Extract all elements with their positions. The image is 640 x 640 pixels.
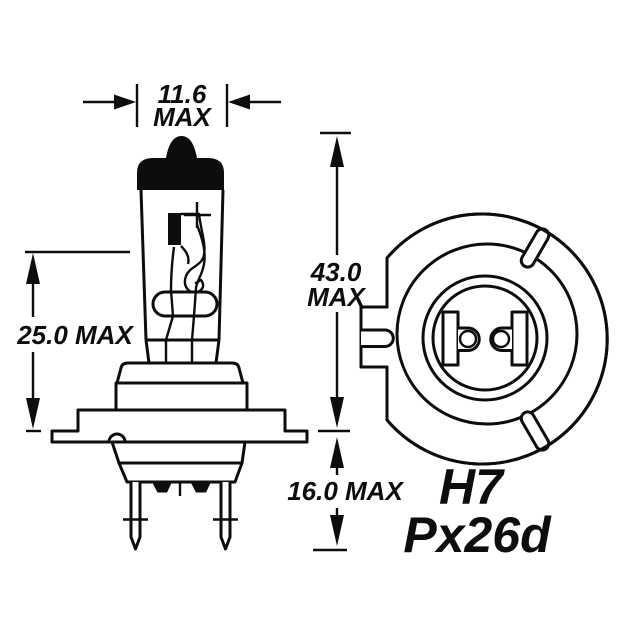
base-flange xyxy=(50,408,309,444)
pin-hole-right xyxy=(491,329,511,349)
dim-arrowhead-up xyxy=(330,437,344,468)
bulb-side-view xyxy=(50,136,309,551)
glass-envelope xyxy=(139,189,225,364)
type-labels: H7 Px26d xyxy=(403,459,552,563)
bulb-end-view xyxy=(359,212,609,466)
insulator-right xyxy=(190,482,211,493)
dim-arrowhead-down xyxy=(26,398,40,429)
dim-arrowhead-left-point xyxy=(228,94,250,110)
dim-arrowhead-down xyxy=(330,397,344,428)
bulb-black-cap xyxy=(137,136,224,190)
dim-label: 25.0 MAX xyxy=(16,320,134,350)
dim-qualifier: MAX xyxy=(153,102,212,132)
filament-shield xyxy=(168,213,181,245)
bulb-type-label: H7 xyxy=(439,459,505,515)
terminal-right xyxy=(510,310,529,367)
end-inner-ring xyxy=(395,242,579,426)
tab-nub xyxy=(361,328,395,348)
dim-bulb-diameter: 11.6 MAX xyxy=(83,79,281,132)
keying-slot-bottom xyxy=(519,410,551,452)
dim-value: 43.0 xyxy=(310,257,362,287)
pin-hole-left xyxy=(458,329,478,349)
base-body-upper xyxy=(110,440,247,465)
base-code-label: Px26d xyxy=(403,507,552,563)
tab-nub-fill xyxy=(361,330,394,347)
dim-arrowhead-up xyxy=(330,136,344,167)
dim-qualifier: MAX xyxy=(307,282,366,312)
dim-overall-length: 43.0 MAX xyxy=(307,131,367,433)
contact-pin-left xyxy=(129,482,142,551)
support-cross xyxy=(184,202,211,228)
terminal-left xyxy=(441,310,460,367)
flange-bump xyxy=(107,432,127,443)
end-outer-edge xyxy=(359,212,609,466)
lead-wire-right xyxy=(190,224,206,363)
insulator-left xyxy=(152,482,172,493)
dim-base-depth: 16.0 MAX xyxy=(287,437,404,552)
base-collar xyxy=(115,361,245,385)
filament-shield-inner xyxy=(180,245,190,265)
dim-value: 11.6 xyxy=(158,79,207,109)
base-cylinder xyxy=(114,381,249,412)
dim-label: 16.0 MAX xyxy=(287,476,404,506)
filament-capsule xyxy=(151,290,219,318)
dim-arrowhead-up xyxy=(26,253,40,284)
filament-shield-outline xyxy=(181,212,206,294)
dim-glass-length: 25.0 MAX xyxy=(16,250,134,433)
dim-arrowhead-down xyxy=(330,515,344,546)
dim-arrowhead-right-point xyxy=(114,94,136,110)
base-body-lower xyxy=(117,461,244,484)
contact-pin-right xyxy=(219,482,232,551)
lead-wire-left xyxy=(164,246,176,363)
